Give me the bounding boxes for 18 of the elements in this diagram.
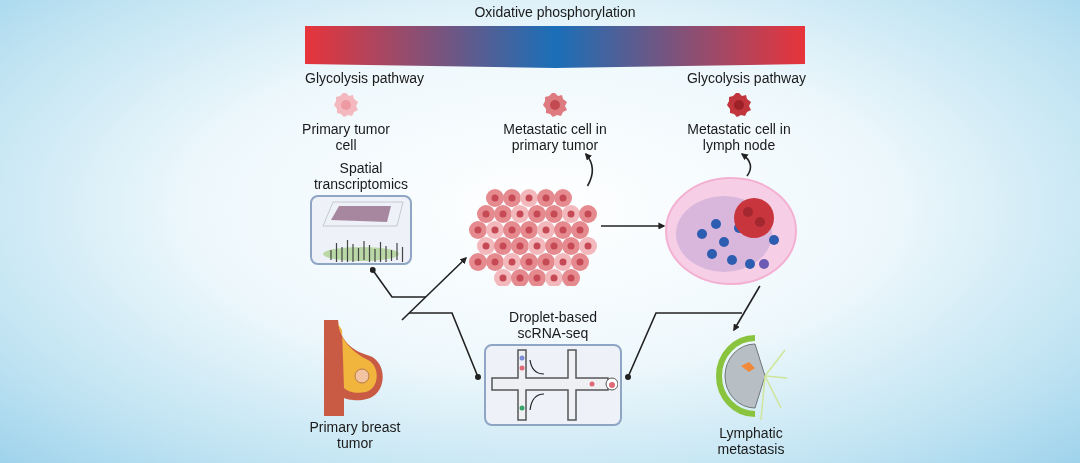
node-label: Primary tumor cell <box>301 121 391 153</box>
arrow <box>600 222 666 230</box>
text-label: Glycolysis pathway <box>686 70 806 86</box>
node-label: Metastatic cell in primary tumor <box>502 121 608 153</box>
node-label: Spatial transcriptomics <box>312 160 410 192</box>
text-label: Oxidative phosphorylation <box>474 4 636 20</box>
arrow <box>401 257 467 321</box>
node-label: Primary breast tumor <box>308 419 402 451</box>
node-label: Lymphatic metastasis <box>716 425 786 457</box>
connector-line <box>408 312 481 380</box>
arrow <box>740 153 752 177</box>
node-label: Metastatic cell in lymph node <box>686 121 792 153</box>
connector-line <box>369 267 427 298</box>
text-label: Glycolysis pathway <box>305 70 425 86</box>
connector-line <box>625 312 743 380</box>
arrow <box>584 152 594 187</box>
arrow <box>733 285 761 332</box>
node-label: Droplet-based scRNA-seq <box>508 309 598 341</box>
